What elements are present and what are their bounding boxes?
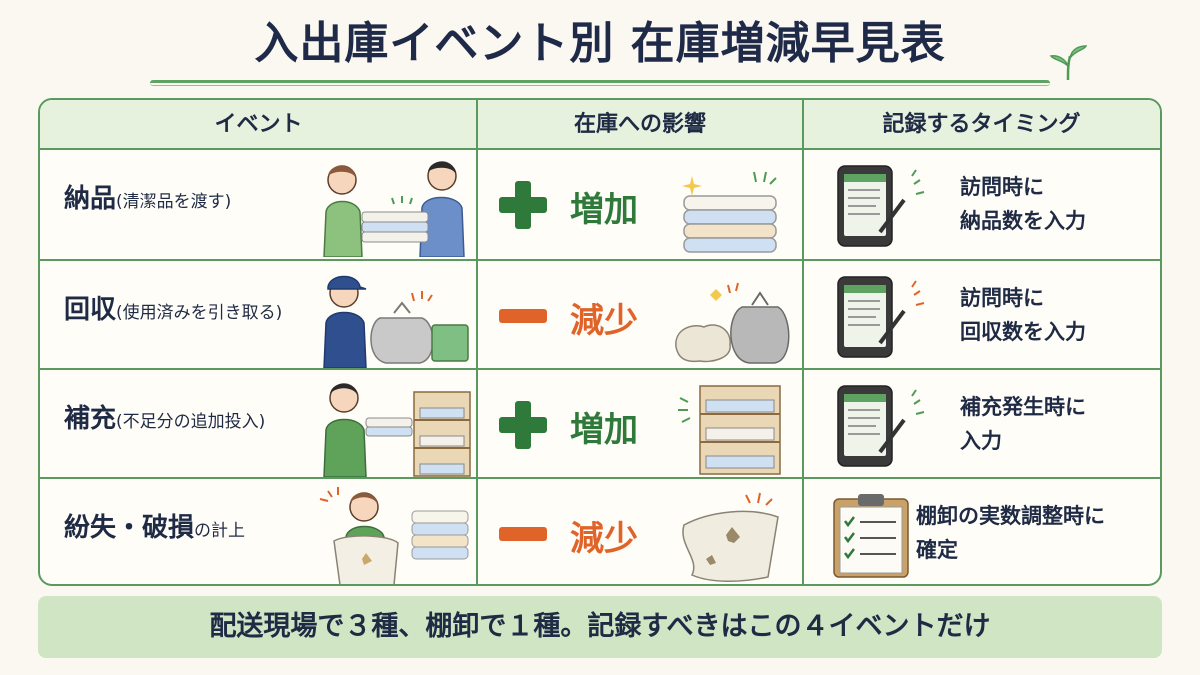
timing-text: 訪問時に納品数を入力	[960, 170, 1086, 238]
plus-icon	[499, 181, 547, 229]
effect-label: 減少	[570, 301, 638, 341]
table-row: 回収(使用済みを引き取る) 減少	[40, 259, 1160, 368]
event-name: 補充(不足分の追加投入)	[64, 398, 265, 435]
header-timing: 記録するタイミング	[882, 112, 1081, 137]
torn-cloth-illustration	[682, 492, 779, 583]
event-subtitle: (清潔品を渡す)	[116, 192, 232, 212]
column-divider	[476, 100, 478, 584]
event-subtitle: の計上	[194, 521, 246, 541]
timing-line-1: 訪問時に	[960, 286, 1044, 310]
damaged-linen-worker-illustration	[319, 487, 469, 584]
inventory-table: イベント 在庫への影響 記録するタイミング 納品(清潔品を渡す) 増加	[38, 98, 1162, 586]
clipboard-checklist-icon	[833, 494, 909, 578]
table-row: 納品(清潔品を渡す) 増加	[40, 150, 1160, 259]
timing-text: 訪問時に回収数を入力	[960, 281, 1086, 349]
event-name: 紛失・破損の計上	[64, 507, 245, 544]
timing-line-2: 入力	[960, 429, 1002, 453]
delivery-people-illustration	[323, 161, 465, 257]
event-name: 納品(清潔品を渡す)	[64, 178, 231, 215]
tablet-stylus-icon	[837, 276, 925, 358]
event-title: 補充	[64, 404, 117, 434]
event-subtitle: (不足分の追加投入)	[116, 412, 266, 432]
header-event: イベント	[214, 112, 303, 137]
event-name: 回収(使用済みを引き取る)	[64, 289, 282, 326]
page-title: 入出庫イベント別 在庫増減早見表	[254, 18, 946, 69]
collection-worker-illustration	[323, 275, 469, 368]
table-row: 補充(不足分の追加投入) 増加	[40, 368, 1160, 477]
used-linen-bag-illustration	[675, 282, 790, 364]
clean-linen-stack-illustration	[682, 171, 777, 253]
timing-text: 棚卸の実数調整時に確定	[916, 499, 1105, 567]
effect-label: 増加	[570, 190, 638, 230]
timing-line-1: 補充発生時に	[960, 395, 1086, 419]
title-underline	[150, 80, 1050, 86]
effect-label: 増加	[570, 410, 638, 450]
plus-icon	[499, 401, 547, 449]
timing-text: 補充発生時に入力	[960, 390, 1086, 458]
tablet-stylus-icon	[837, 165, 925, 247]
timing-line-1: 訪問時に	[960, 175, 1044, 199]
linen-shelf-illustration	[678, 385, 781, 475]
timing-line-2: 確定	[916, 538, 958, 562]
header-impact: 在庫への影響	[573, 112, 706, 137]
table-header: イベント 在庫への影響 記録するタイミング	[40, 100, 1160, 150]
restocking-worker-illustration	[323, 383, 471, 477]
tablet-stylus-icon	[837, 385, 925, 467]
minus-icon	[499, 309, 547, 323]
table-row: 紛失・破損の計上 減少	[40, 477, 1160, 584]
timing-line-1: 棚卸の実数調整時に	[916, 504, 1105, 528]
sprout-icon	[1049, 45, 1088, 81]
summary-banner: 配送現場で３種、棚卸で１種。記録すべきはこの４イベントだけ	[38, 596, 1162, 658]
timing-line-2: 回収数を入力	[960, 320, 1086, 344]
effect-label: 減少	[570, 519, 638, 559]
minus-icon	[499, 527, 547, 541]
timing-line-2: 納品数を入力	[960, 209, 1086, 233]
event-title: 紛失・破損	[64, 513, 195, 543]
column-divider	[802, 100, 804, 584]
event-subtitle: (使用済みを引き取る)	[116, 303, 283, 323]
event-title: 回収	[64, 295, 117, 325]
event-title: 納品	[64, 184, 117, 214]
